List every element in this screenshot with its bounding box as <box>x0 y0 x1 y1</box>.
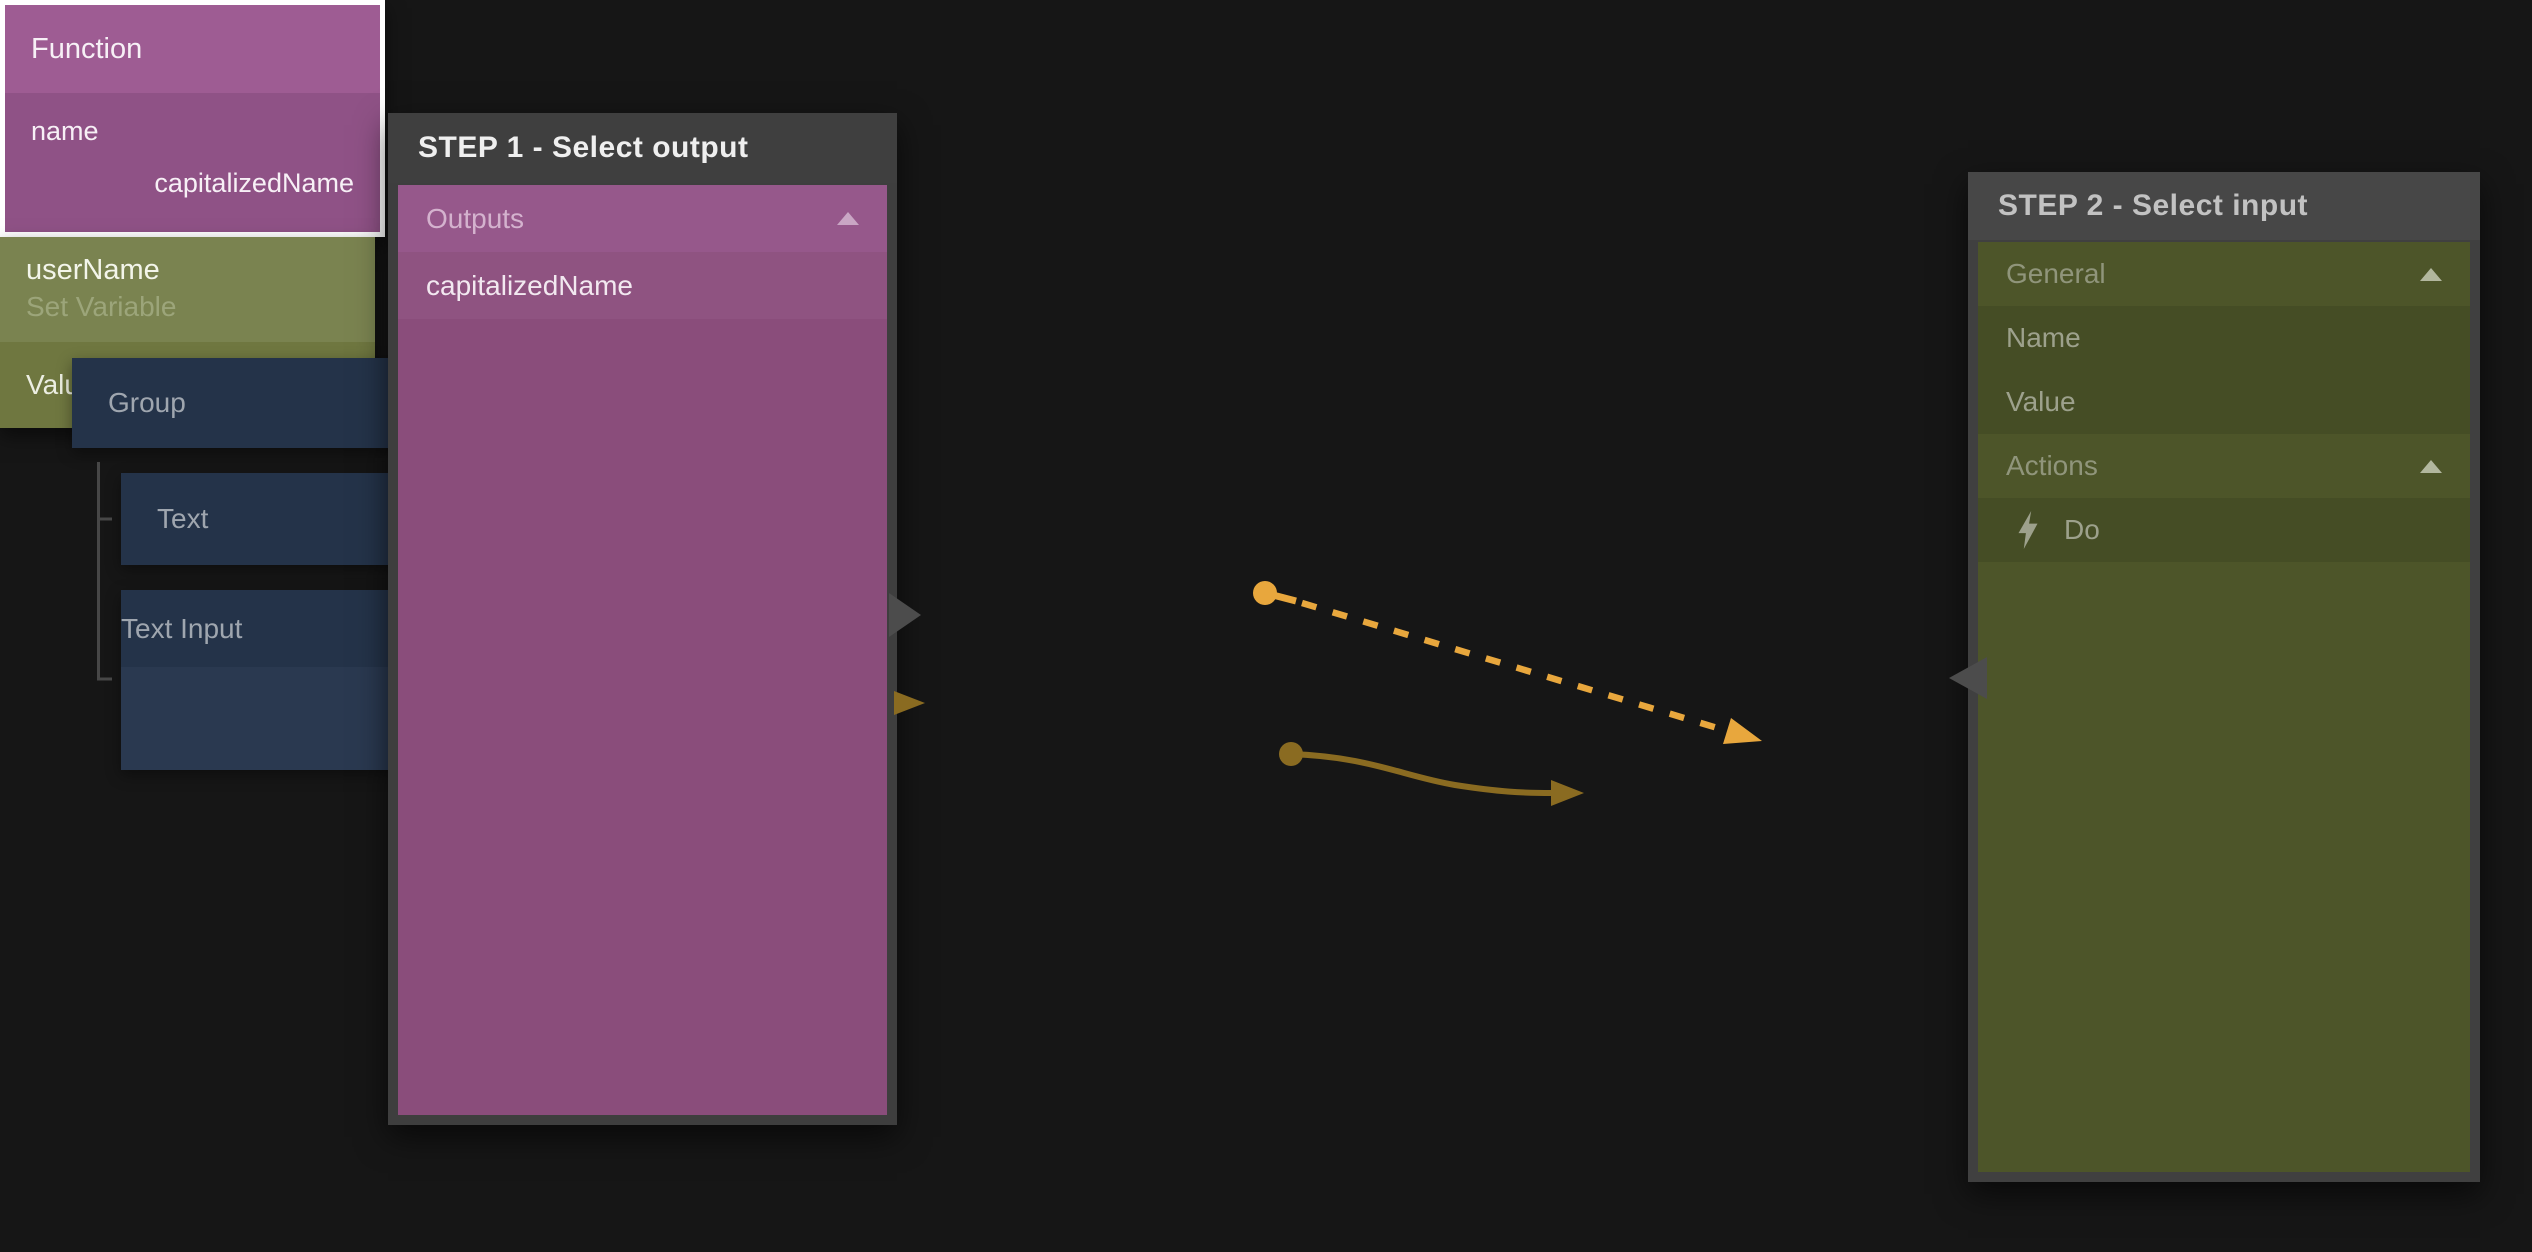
node-set-variable-header[interactable]: userName Set Variable <box>0 237 375 342</box>
function-output-port-capitalizedname[interactable]: capitalizedName <box>154 167 354 198</box>
panel-step2-select-input: STEP 2 - Select input General Name Value… <box>1968 172 2480 1182</box>
lightning-bolt-icon <box>2018 511 2038 549</box>
node-text-label: Text <box>157 503 209 534</box>
function-input-port-name[interactable]: name <box>31 115 99 146</box>
step2-section-general[interactable]: General <box>1978 242 2470 306</box>
node-set-variable-subtitle: Set Variable <box>26 291 177 322</box>
function-signal-port[interactable] <box>1253 581 1277 605</box>
panel-step1-titlebar: STEP 1 - Select output <box>388 113 897 183</box>
collapse-up-triangle-icon[interactable] <box>2420 459 2442 473</box>
panel-step1-content: Outputs capitalizedName <box>398 185 887 1115</box>
panel-step2-titlebar: STEP 2 - Select input <box>1968 172 2480 240</box>
step2-item-do[interactable]: Do <box>1978 498 2470 562</box>
collapse-up-triangle-icon[interactable] <box>837 212 859 225</box>
connection-solid <box>1290 751 1553 796</box>
node-function-title: Function <box>31 32 143 65</box>
tree-connector-line <box>97 462 112 681</box>
step1-item-capitalizedname[interactable]: capitalizedName <box>398 252 887 319</box>
step2-section-actions[interactable]: Actions <box>1978 434 2470 498</box>
panel-step1-select-output: STEP 1 - Select output Outputs capitaliz… <box>388 113 897 1125</box>
connection-dashed <box>1301 599 1735 737</box>
connection-arrowhead-name <box>894 691 925 715</box>
step1-section-outputs[interactable]: Outputs <box>398 185 887 252</box>
collapse-up-triangle-icon[interactable] <box>2420 267 2442 281</box>
capitalizedname-output-port[interactable] <box>1279 742 1303 766</box>
panel-step2-content: General Name Value Actions Do <box>1978 242 2470 1172</box>
step2-item-value[interactable]: Value <box>1978 370 2470 434</box>
node-set-variable-title: userName <box>26 254 160 286</box>
node-group-label: Group <box>108 387 186 418</box>
node-group[interactable]: Group <box>72 358 428 448</box>
connection-arrowhead-value <box>1551 780 1584 806</box>
panel-step1-title: STEP 1 - Select output <box>418 131 749 164</box>
connection-arrowhead-dashed <box>1723 718 1762 744</box>
node-text-input-label: Text Input <box>121 612 243 644</box>
panel-step2-title: STEP 2 - Select input <box>1998 189 2309 222</box>
step2-item-name[interactable]: Name <box>1978 306 2470 370</box>
connection-stub <box>1264 589 1297 605</box>
node-function[interactable]: Function name capitalizedName <box>0 0 385 237</box>
node-function-header[interactable]: Function <box>5 5 380 93</box>
